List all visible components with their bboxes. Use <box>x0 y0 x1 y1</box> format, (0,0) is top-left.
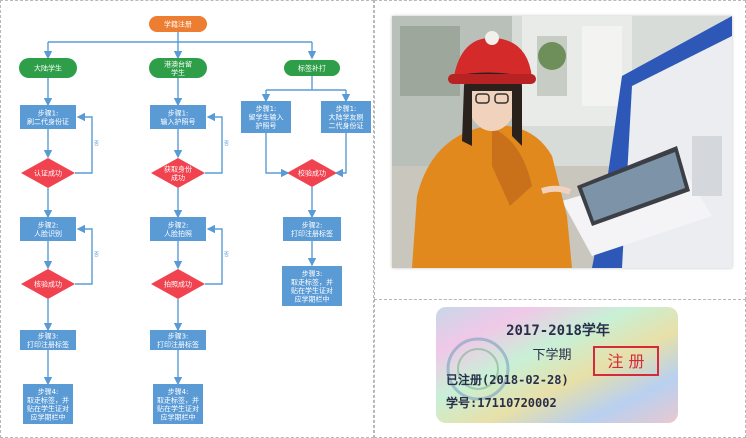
registration-flowchart: 学籍注册大陆学生步骤1:刷二代身份证认证成功步骤2:人脸识别核验成功步骤3:打印… <box>19 16 371 424</box>
branch-1-step2-text: 步骤2: <box>38 220 59 229</box>
branch-1-loop2 <box>75 224 93 285</box>
branch-1-decision2 <box>21 269 75 299</box>
sticker-registered-date: 已注册(2018-02-28) <box>446 372 569 387</box>
branch-3-step1-left-text: 护照号 <box>256 121 277 130</box>
registration-sticker: 注 册 2017-2018学年 下学期 已注册(2018-02-28) 学号:1… <box>436 307 678 423</box>
sticker-stamp: 注 册 <box>607 352 644 371</box>
branch-3-node <box>284 60 340 76</box>
branch-3-step3 <box>282 266 342 306</box>
branch-1-node <box>19 58 77 78</box>
branch-1-step4-text: 贴在学生证对 <box>27 404 69 413</box>
loop-no-label: 否 <box>224 141 229 147</box>
branch-1-step4-text: 应学期栏中 <box>31 412 66 421</box>
branch-3-step3-text: 贴在学生证对 <box>291 286 333 295</box>
branch-3-step2-text: 打印注册标签 <box>291 229 333 238</box>
sticker-term: 下学期 <box>532 347 571 363</box>
branch-2-node-text: 学生 <box>171 68 185 77</box>
branch-2-decision1-text: 成功 <box>171 173 185 182</box>
branch-2-step2-text: 步骤2: <box>168 220 189 229</box>
branch-1-step3-text: 步骤3: <box>38 331 59 340</box>
branch-1-step1-text: 步骤1: <box>38 108 59 117</box>
branch-2-step1 <box>150 105 206 129</box>
branch-3-step1-right-text: 二代身份证 <box>329 121 364 130</box>
branch-3-decision-text: 校验成功 <box>298 169 326 178</box>
branch-1-loop1 <box>75 112 93 174</box>
branch-1-node-text: 大陆学生 <box>34 64 62 73</box>
branch-2-loop1 <box>205 112 223 174</box>
branch-1-decision1 <box>21 158 75 188</box>
branch-1-step4-text: 取走标签，并 <box>27 395 69 404</box>
branch-2-decision2-text: 拍照成功 <box>164 280 192 289</box>
branch-1-step3 <box>20 330 76 350</box>
branch-1-step1-text: 刷二代身份证 <box>27 117 69 126</box>
branch-3-step2-text: 步骤2: <box>302 220 323 229</box>
branch-2-step1-text: 输入护照号 <box>161 117 196 126</box>
branch-3-step3-text: 应学期栏中 <box>295 294 330 303</box>
branch-1-step4 <box>23 384 73 424</box>
branch-2-decision1 <box>151 158 205 188</box>
branch-2-step2 <box>150 217 206 241</box>
branch-2-step4-text: 贴在学生证对 <box>157 404 199 413</box>
branch-3-step3-text: 取走标签，并 <box>291 277 333 286</box>
branch-1-step4-text: 步骤4: <box>38 387 59 396</box>
branch-3-decision <box>287 159 337 187</box>
branch-2-loop2 <box>205 224 223 285</box>
start-node <box>149 16 207 32</box>
loop-no-label: 否 <box>94 141 99 147</box>
branch-2-node <box>149 58 207 78</box>
branch-1-decision1-text: 认证成功 <box>34 169 62 178</box>
branch-3-node-text: 标签补打 <box>298 64 326 73</box>
branch-2-decision1-text: 获取身份 <box>164 164 192 173</box>
branch-2-step4 <box>153 384 203 424</box>
sticker-year: 2017-2018学年 <box>506 322 610 339</box>
loop-no-label: 否 <box>94 252 99 258</box>
branch-3-step1-left-text: 留学生输入 <box>249 113 284 122</box>
branch-2-step4-text: 取走标签，并 <box>157 395 199 404</box>
branch-2-step3-text: 步骤3: <box>168 331 189 340</box>
branch-3-step1-left <box>241 101 291 133</box>
branch-2-step4-text: 步骤4: <box>168 387 189 396</box>
kiosk-photo <box>392 16 732 268</box>
branch-1-step2 <box>20 217 76 241</box>
branch-2-step1-text: 步骤1: <box>168 108 189 117</box>
branch-3-merge-left <box>265 133 290 178</box>
branch-2-step2-text: 人脸拍照 <box>164 229 192 238</box>
branch-2-decision2 <box>151 269 205 299</box>
branch-1-step3-text: 打印注册标签 <box>27 340 69 349</box>
branch-1-decision2-text: 核验成功 <box>34 280 62 289</box>
branch-1-step2-text: 人脸识别 <box>34 229 62 238</box>
branch-2-step4-text: 应学期栏中 <box>161 412 196 421</box>
sticker-student-id: 学号:17110720002 <box>446 395 557 410</box>
branch-3-step2 <box>283 217 341 241</box>
branch-3-step3-text: 步骤3: <box>302 269 323 278</box>
branch-1-step1 <box>20 105 76 129</box>
branch-3-step1-right-text: 步骤1: <box>336 104 357 113</box>
branch-3-merge-right <box>334 133 347 178</box>
branch-3-step1-right-text: 大陆学友刷 <box>329 113 364 122</box>
loop-no-label: 否 <box>224 252 229 258</box>
branch-3-step1-right <box>321 101 371 133</box>
branch-2-step3 <box>150 330 206 350</box>
start-node-text: 学籍注册 <box>164 20 192 29</box>
branch-2-node-text: 港澳台留 <box>164 59 192 68</box>
branch-2-step3-text: 打印注册标签 <box>157 340 199 349</box>
branch-3-step1-left-text: 步骤1: <box>256 104 277 113</box>
